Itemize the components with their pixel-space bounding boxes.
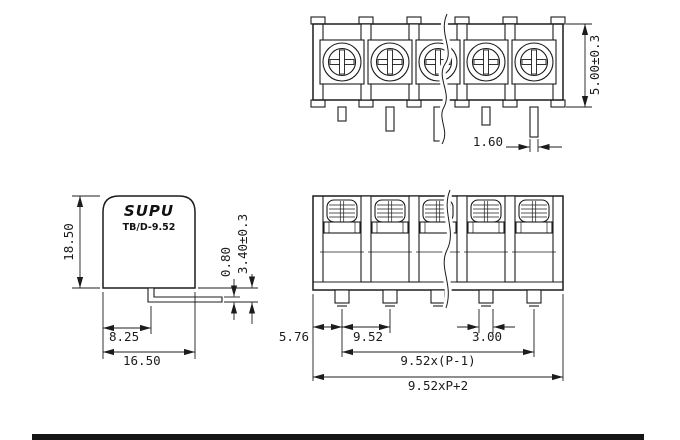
solder-pin-5 <box>526 289 542 307</box>
sheet-border-bottom <box>32 434 644 440</box>
screw-top-2 <box>367 39 413 85</box>
screw-top-5 <box>511 39 557 85</box>
solder-pin-3 <box>430 289 446 307</box>
side-view-body <box>102 195 196 289</box>
break-line-top <box>441 13 449 145</box>
screw-top-4 <box>463 39 509 85</box>
top-pin-5 <box>529 106 539 138</box>
solder-pin-4 <box>478 289 494 307</box>
screw-top-1 <box>319 39 365 85</box>
dim-body-height-label: 18.50 <box>61 223 76 261</box>
dim-end-margin-label: 5.76 <box>279 329 309 344</box>
screw-top-3 <box>415 39 461 85</box>
dim-body-width-label: 16.50 <box>123 353 161 368</box>
dim-pin-width-top-label: 1.60 <box>473 134 503 149</box>
top-pin-2 <box>385 106 395 132</box>
side-solder-lug <box>147 287 223 303</box>
solder-pin-2 <box>382 289 398 307</box>
break-line-front <box>443 189 451 309</box>
top-pin-1 <box>337 106 347 122</box>
top-pin-4 <box>481 106 491 126</box>
dim-pin-thickness-label: 0.80 <box>218 247 233 277</box>
brand-text: SUPU <box>124 202 174 220</box>
front-view: 5.76 9.52 3.00 9.52x(P-1) 9.52xP+2 <box>279 188 564 393</box>
side-view: SUPU TB/D-9.52 18.50 0.80 3.40±0.3 8.25 … <box>61 195 258 368</box>
dim-pin-offset-label: 8.25 <box>109 329 139 344</box>
dim-pin-width-front-label: 3.00 <box>472 329 502 344</box>
dim-overall-width-label: 9.52xP+2 <box>408 378 468 393</box>
solder-pin-1 <box>334 289 350 307</box>
model-text: TB/D-9.52 <box>123 222 176 233</box>
top-view: 5.00±0.3 1.60 <box>310 12 602 152</box>
dim-pin-depth-label: 3.40±0.3 <box>235 214 250 274</box>
dim-pin-length-label: 5.00±0.3 <box>587 35 602 95</box>
dim-pitch-label: 9.52 <box>353 329 383 344</box>
dim-pitch-span-label: 9.52x(P-1) <box>400 353 475 368</box>
